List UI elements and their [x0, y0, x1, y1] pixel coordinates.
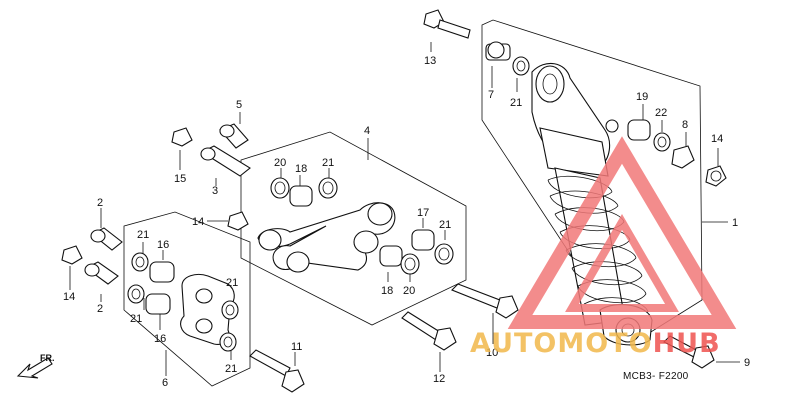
- callout-22: 21: [510, 97, 522, 109]
- callout-1: 1: [732, 217, 738, 229]
- callout-14: 14: [192, 216, 204, 228]
- callout-2: 2: [97, 197, 103, 209]
- callout-21: 21: [226, 277, 238, 289]
- watermark-text-hub: HUB: [653, 328, 721, 359]
- watermark-triangle-inner: [565, 214, 679, 312]
- callout-7: 7: [488, 89, 494, 101]
- callout-21: 21: [439, 219, 451, 231]
- direction-label: FR.: [40, 353, 55, 363]
- callout-22: 22: [655, 107, 667, 119]
- callout-9: 9: [744, 357, 750, 369]
- callout-21: 21: [225, 363, 237, 375]
- callout-17: 17: [417, 207, 429, 219]
- callout-20: 20: [274, 157, 286, 169]
- linkage-arm: [257, 202, 396, 273]
- callout-6: 6: [162, 377, 168, 389]
- callout-21: 21: [130, 313, 142, 325]
- bolts: [249, 283, 715, 393]
- callout-16: 16: [157, 239, 169, 251]
- callout-10: 10: [486, 347, 498, 359]
- leader-lines: [69, 42, 740, 376]
- rod-assembly: [127, 252, 239, 352]
- diagram-code: MCB3- F2200: [623, 371, 689, 382]
- callout-4: 4: [364, 125, 370, 137]
- collars-and-nuts: [61, 123, 251, 285]
- callout-18: 18: [381, 285, 393, 297]
- front-direction-arrow: FR.: [16, 353, 55, 379]
- callout-18: 18: [295, 163, 307, 175]
- watermark-triangle: [507, 136, 737, 329]
- callout-11: 11: [291, 341, 302, 353]
- group-outline-shock: [481, 19, 703, 346]
- callout-2: 2: [97, 303, 103, 315]
- callout-14: 14: [711, 133, 723, 145]
- callout-13: 13: [424, 55, 436, 67]
- shock-absorber: [531, 62, 653, 346]
- callout-8: 8: [682, 119, 688, 131]
- callout-19: 19: [636, 91, 648, 103]
- svg-text:AUTOMOTOHUB: AUTOMOTOHUB: [470, 328, 721, 359]
- callout-16: 16: [154, 333, 166, 345]
- callout-14: 14: [63, 291, 75, 303]
- shock-top-parts: [423, 9, 727, 187]
- callout-5: 5: [236, 99, 242, 111]
- callout-21: 21: [322, 157, 334, 169]
- group-outline-rod: [123, 211, 251, 387]
- callout-3: 3: [212, 185, 218, 197]
- callout-20: 20: [403, 285, 415, 297]
- group-outline-linkage: [240, 131, 467, 326]
- callout-21: 21: [137, 229, 149, 241]
- callout-12: 12: [433, 373, 445, 385]
- callout-labels: 1 2 2 3 4 5 6 7 8 9 10 11 12 13 14 14 14…: [63, 55, 750, 389]
- watermark-logo: AUTOMOTOHUB: [470, 136, 737, 359]
- linkage-bearings: [270, 177, 454, 275]
- watermark-text-automoto: AUTOMOTO: [470, 328, 653, 359]
- callout-15: 15: [174, 173, 186, 185]
